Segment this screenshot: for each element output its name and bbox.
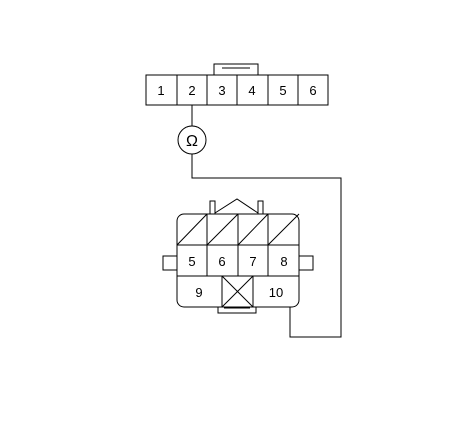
bottom-pin-label: 10: [269, 285, 283, 300]
bottom-connector: 5 6 7 8 9 10: [162, 198, 314, 314]
top-pin-label: 2: [188, 83, 195, 98]
bottom-pin-label: 5: [188, 254, 195, 269]
blocked-cavity: [206, 213, 239, 246]
top-pin-label: 3: [218, 83, 225, 98]
ohmmeter: Ω: [177, 125, 207, 155]
blocked-cavity: [267, 213, 300, 246]
bottom-pin-label: 6: [218, 254, 225, 269]
probe-wire-bottom: [191, 154, 342, 338]
blocked-cavity-x: [221, 275, 254, 308]
bottom-pin-label: 7: [249, 254, 256, 269]
top-pin-label: 1: [157, 83, 164, 98]
top-connector: 1 2 3 4 5 6: [145, 63, 329, 106]
blocked-cavity: [237, 213, 269, 246]
bottom-connector-side-tab-left: [162, 255, 178, 271]
top-pin-label: 6: [309, 83, 316, 98]
blocked-cavity: [176, 213, 208, 246]
bottom-pin-label: 9: [195, 285, 202, 300]
bottom-pin-label: 8: [280, 254, 287, 269]
bottom-connector-side-tab-right: [298, 255, 314, 271]
top-connector-lock-tab: [213, 63, 259, 76]
bottom-connector-top-peak: [214, 198, 259, 214]
top-pin-label: 5: [279, 83, 286, 98]
bottom-connector-top-post-left: [209, 200, 216, 215]
ohm-symbol: Ω: [186, 133, 198, 150]
bottom-connector-top-post-right: [257, 200, 264, 215]
top-pin-label: 4: [248, 83, 255, 98]
